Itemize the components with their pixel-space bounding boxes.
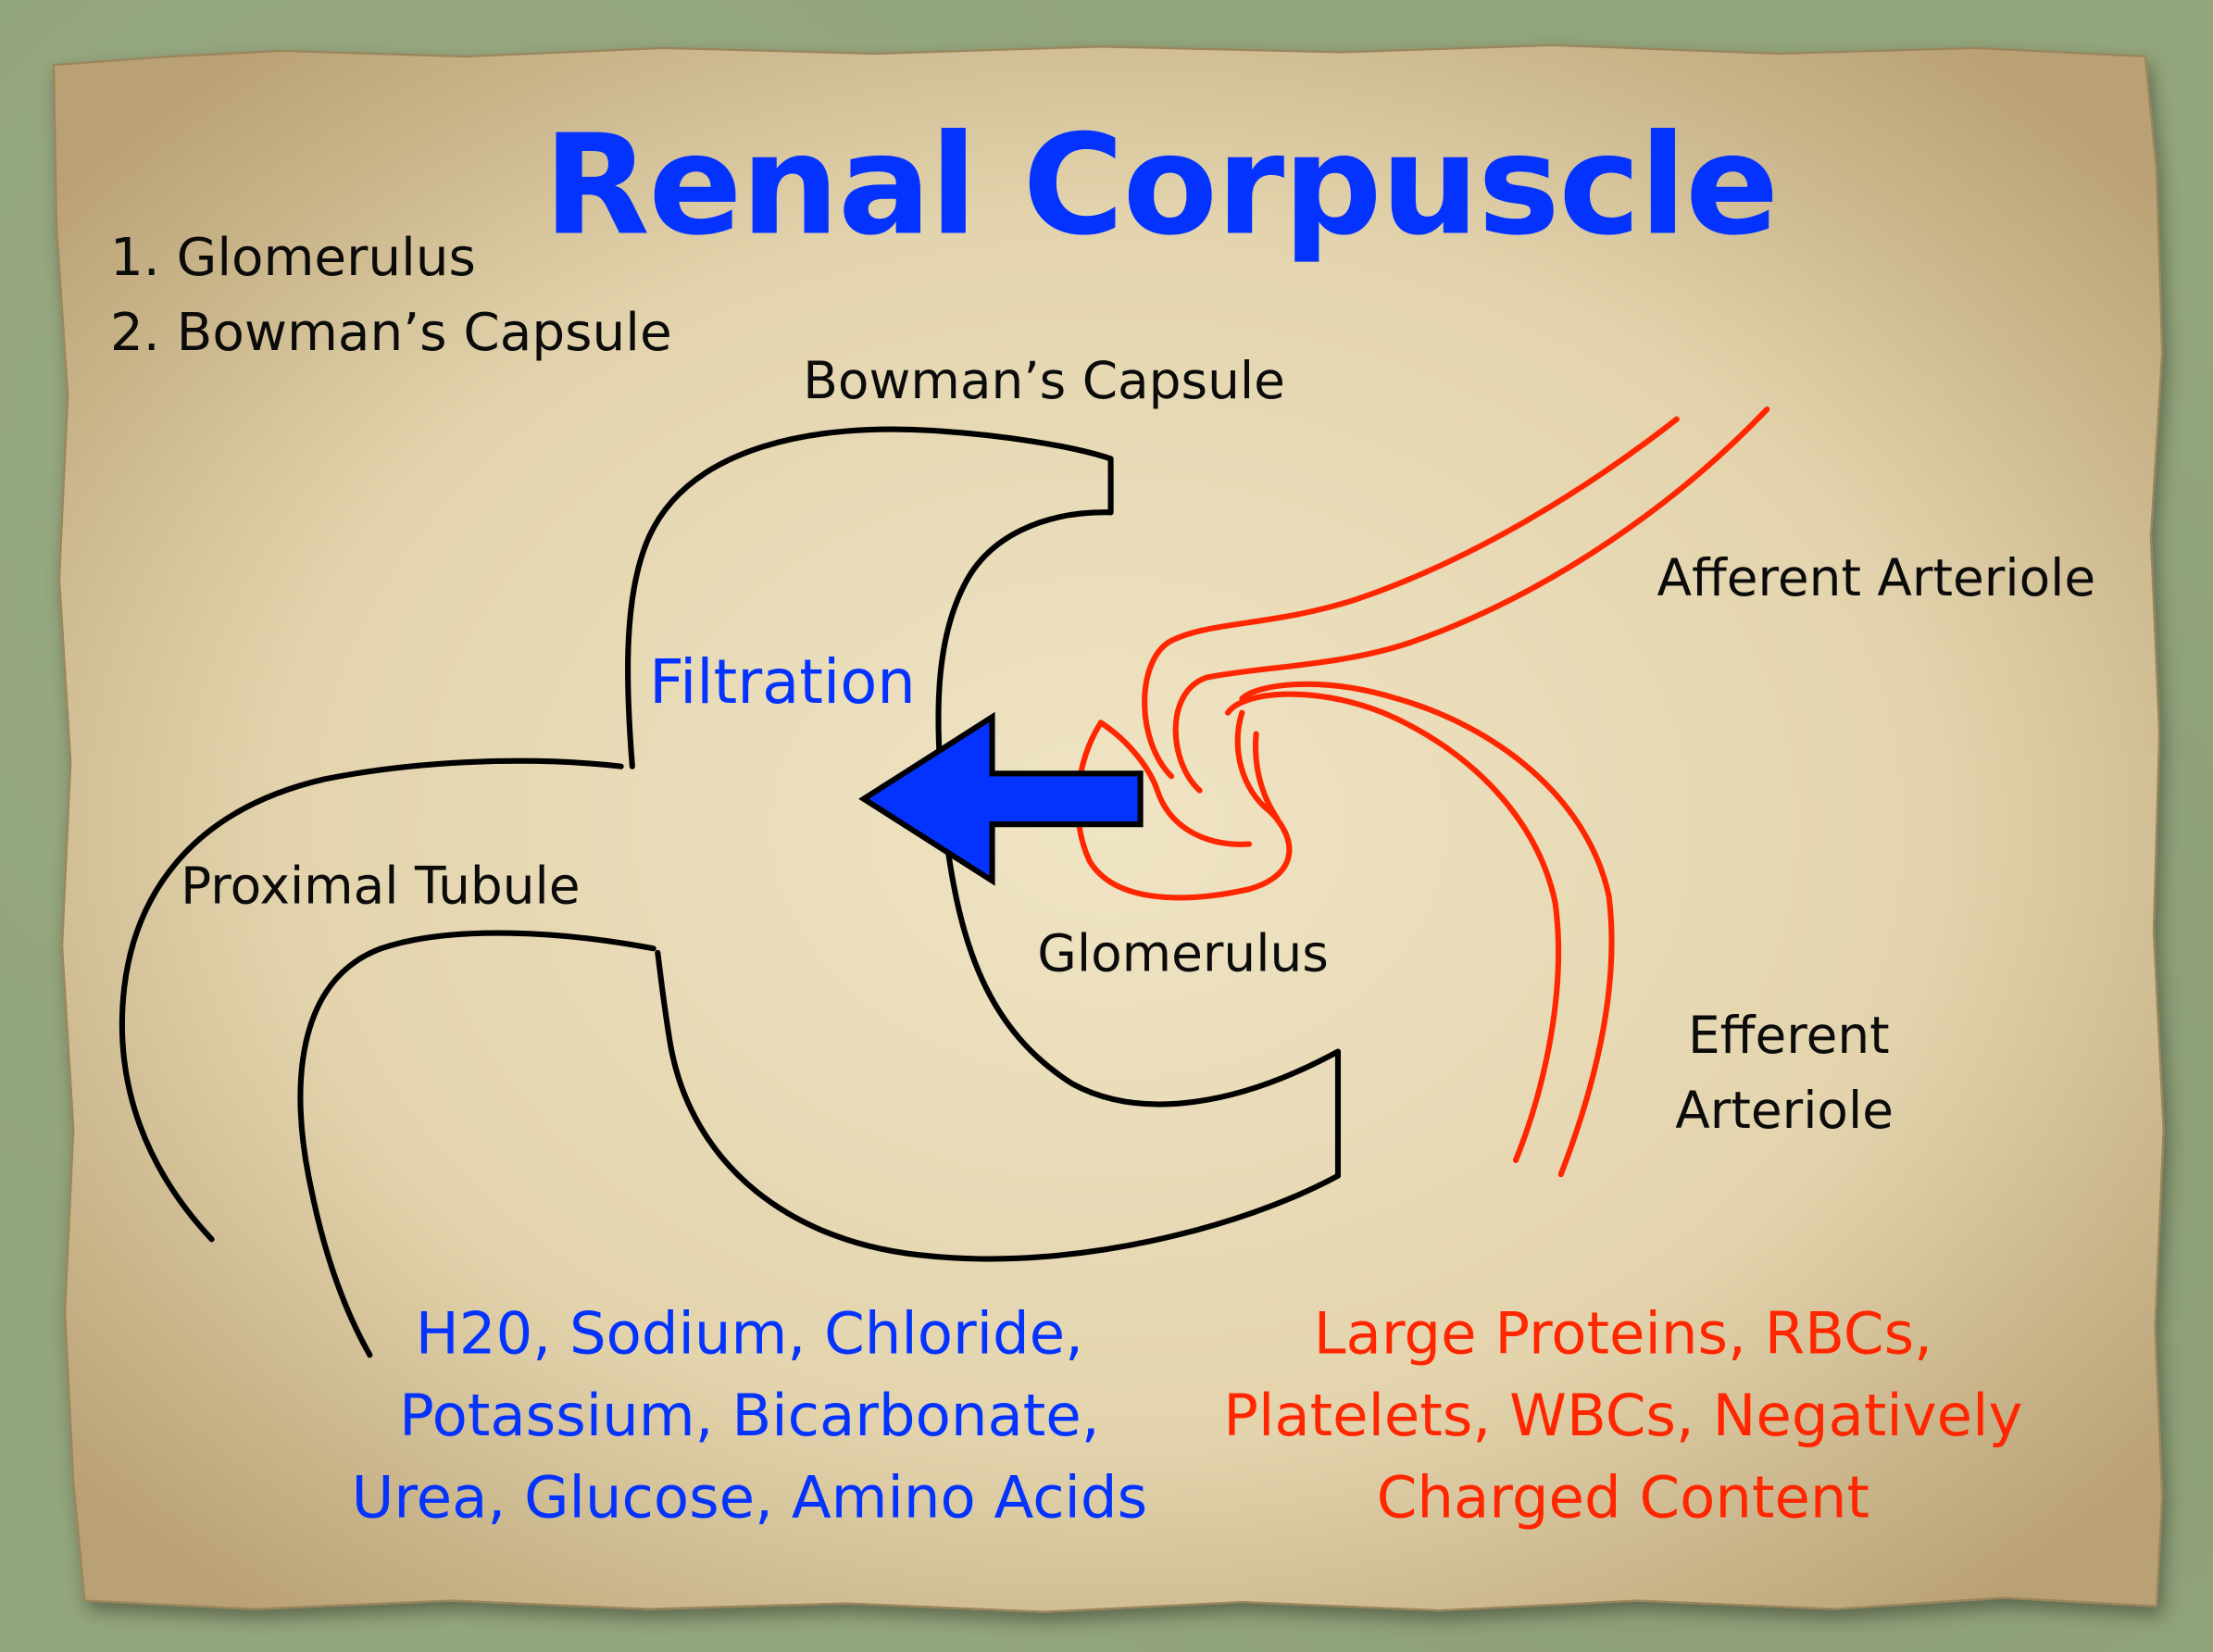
afferent-arteriole-wall-outer xyxy=(1142,416,1680,780)
glomerular-loop-inner xyxy=(1097,720,1252,847)
bowmans-capsule-outline xyxy=(119,426,1342,1358)
paper-sheet xyxy=(52,44,2165,1613)
proximal-tubule-outer xyxy=(119,757,624,1243)
retained-substances: Large Proteins, RBCs, Platelets, WBCs, N… xyxy=(1214,1293,2032,1539)
efferent-arteriole-wall-inner xyxy=(1239,681,1615,1178)
label-filtration: Filtration xyxy=(649,647,916,719)
afferent-arteriole-wall-inner xyxy=(1172,406,1770,794)
label-efferent-arteriole-line-2: Arteriole xyxy=(1675,1083,1894,1141)
parts-list-item-2: 2. Bowman’s Capsule xyxy=(109,302,672,363)
label-afferent-arteriole: Afferent Arteriole xyxy=(1657,550,2096,608)
filtered-substances-line-2: Potassium, Bicarbonate, xyxy=(399,1382,1100,1450)
filtered-substances-line-3: Urea, Glucose, Amino Acids xyxy=(351,1464,1148,1533)
capsule-lower-wall xyxy=(655,949,1342,1262)
label-glomerulus: Glomerulus xyxy=(1037,925,1329,984)
capsule-inner-wall xyxy=(935,509,1342,1179)
retained-substances-line-1: Large Proteins, RBCs, xyxy=(1313,1299,1933,1368)
capsule-outer-wall xyxy=(625,426,1114,770)
label-bowmans-capsule: Bowman’s Capsule xyxy=(803,353,1285,411)
retained-substances-line-2: Platelets, WBCs, Negatively xyxy=(1223,1382,2023,1450)
efferent-arteriole-wall-outer xyxy=(1225,691,1562,1163)
proximal-tubule-inner xyxy=(297,930,656,1358)
glomerulus-vessels xyxy=(1074,406,1770,1178)
page-title: Renal Corpuscle xyxy=(543,106,1779,268)
label-efferent-arteriole-line-1: Efferent xyxy=(1687,1007,1890,1066)
retained-substances-line-3: Charged Content xyxy=(1376,1464,1870,1533)
filtered-substances: H20, Sodium, Chloride, Potassium, Bicarb… xyxy=(339,1293,1160,1539)
glomerular-loop-outer xyxy=(1074,720,1252,901)
filtration-arrow-icon xyxy=(858,711,1144,886)
label-proximal-tubule: Proximal Tubule xyxy=(181,857,581,917)
glomerular-loop-tuft-inner xyxy=(1253,731,1281,822)
filtered-substances-line-1: H20, Sodium, Chloride, xyxy=(415,1299,1083,1368)
parts-list-item-1: 1. Glomerulus xyxy=(109,227,476,288)
